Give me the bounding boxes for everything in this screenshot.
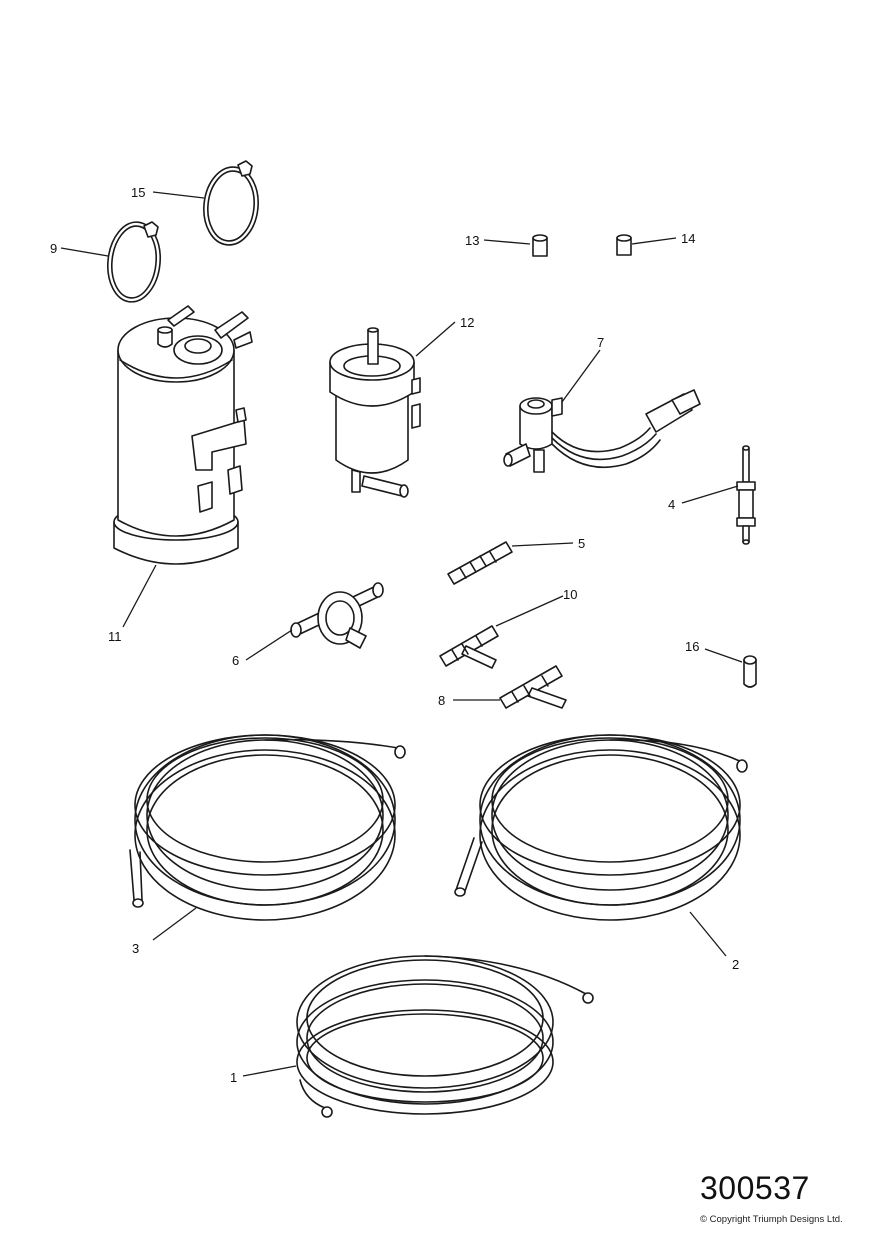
part-14-blanking-plug [616, 234, 632, 256]
callout-5: 5 [578, 536, 585, 551]
callout-12: 12 [460, 315, 474, 330]
part-12-filter [329, 327, 421, 498]
leader-lines [60, 191, 743, 1077]
part-9-hose-clip [107, 221, 161, 303]
callout-16: 16 [685, 639, 699, 654]
callout-15: 15 [131, 185, 145, 200]
part-16-cap [743, 655, 757, 688]
callout-labels: 15 9 13 14 12 7 4 5 10 6 8 11 16 3 2 1 [50, 185, 739, 1085]
part-10-tee-connector [439, 625, 499, 669]
part-6-valve [290, 582, 384, 649]
callout-7: 7 [597, 335, 604, 350]
callout-3: 3 [132, 941, 139, 956]
part-13-blanking-plug [532, 234, 548, 257]
part-11-evaporative-canister [113, 305, 253, 565]
drawing-number: 300537 [700, 1170, 810, 1206]
callout-6: 6 [232, 653, 239, 668]
part-7-purge-valve [503, 389, 701, 473]
part-2-hose-coil [454, 734, 748, 921]
part-1-hose-coil [296, 955, 594, 1118]
part-3-hose-coil [129, 734, 406, 921]
callout-10: 10 [563, 587, 577, 602]
callout-2: 2 [732, 957, 739, 972]
part-15-hose-clip [203, 160, 259, 246]
callout-11: 11 [108, 629, 122, 644]
callout-14: 14 [681, 231, 695, 246]
part-5-straight-connector [447, 541, 513, 585]
callout-1: 1 [230, 1070, 237, 1085]
callout-13: 13 [465, 233, 479, 248]
callout-4: 4 [668, 497, 675, 512]
part-8-tee-connector [499, 665, 567, 709]
callout-9: 9 [50, 241, 57, 256]
callout-8: 8 [438, 693, 445, 708]
copyright-notice: © Copyright Triumph Designs Ltd. [700, 1214, 843, 1225]
part-4-inline-filter [736, 445, 756, 545]
